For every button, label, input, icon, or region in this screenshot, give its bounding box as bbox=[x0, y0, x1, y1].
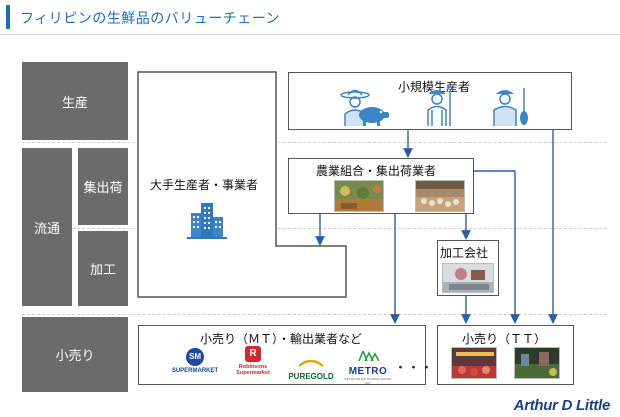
retail-mt-label: 小売り（ＭＴ）・輸出業者など bbox=[200, 332, 363, 346]
robinsons-text-2: Supermarket bbox=[236, 370, 270, 376]
page-title: フィリピンの生鮮品のバリューチェーン bbox=[20, 11, 281, 27]
stage-processing-label: 加工 bbox=[89, 263, 116, 278]
metro-leaf-icon bbox=[358, 348, 380, 362]
fisherman-icon bbox=[493, 88, 528, 126]
title-divider bbox=[0, 34, 620, 35]
row-separator bbox=[22, 142, 607, 143]
stage-consolidation: 集出荷 bbox=[78, 148, 128, 225]
sm-text: SUPERMARKET bbox=[171, 368, 219, 374]
large-producers-label: 大手生産者・事業者 bbox=[150, 178, 259, 192]
stage-consolidation-label: 集出荷 bbox=[83, 181, 123, 196]
brand-logo: Arthur D Little bbox=[513, 397, 611, 414]
row-separator bbox=[22, 228, 607, 229]
sm-mark: SM bbox=[186, 348, 204, 366]
cooperatives-label: 農業組合・集出荷業者 bbox=[316, 164, 437, 178]
stage-distribution-label: 流通 bbox=[33, 221, 60, 237]
cooperative-photo-market bbox=[415, 180, 465, 212]
stage-retail: 小売り bbox=[22, 317, 128, 392]
stage-production-label: 生産 bbox=[61, 95, 88, 111]
metro-subtext: METRO RETAIL STORES GROUP, INC. bbox=[344, 377, 392, 385]
more-retailers-ellipsis: ・・・ bbox=[394, 361, 434, 376]
row-separator bbox=[22, 314, 607, 315]
puregold-logo: PUREGOLD bbox=[284, 354, 338, 381]
worker-icon bbox=[427, 86, 454, 126]
metro-logo: METRO METRO RETAIL STORES GROUP, INC. bbox=[344, 348, 392, 385]
title-accent-bar bbox=[6, 5, 10, 29]
processing-company-label: 加工会社 bbox=[440, 246, 489, 260]
metro-text: METRO bbox=[348, 366, 388, 377]
cooperative-photo-produce bbox=[334, 180, 384, 212]
retail-tt-photo-stall bbox=[451, 347, 497, 379]
robinsons-mark: R bbox=[245, 346, 261, 362]
robinsons-logo: R Robinsons Supermarket bbox=[228, 346, 278, 376]
processing-photo bbox=[442, 263, 494, 293]
retail-tt-label: 小売り（ＴＴ） bbox=[462, 332, 547, 346]
puregold-swoosh-icon bbox=[298, 359, 324, 367]
stage-retail-label: 小売り bbox=[55, 349, 95, 364]
stage-production: 生産 bbox=[22, 62, 128, 140]
stage-distribution: 流通 bbox=[22, 148, 72, 306]
small-producers-label: 小規模生産者 bbox=[398, 80, 471, 94]
retail-tt-photo-market bbox=[514, 347, 560, 379]
puregold-text: PUREGOLD bbox=[288, 372, 334, 381]
sm-supermarket-logo: SM SUPERMARKET bbox=[168, 348, 222, 374]
pig-icon bbox=[359, 107, 389, 126]
stage-processing: 加工 bbox=[78, 231, 128, 306]
buildings-icon bbox=[187, 203, 227, 239]
robinsons-text-1: Robinsons bbox=[238, 364, 268, 370]
